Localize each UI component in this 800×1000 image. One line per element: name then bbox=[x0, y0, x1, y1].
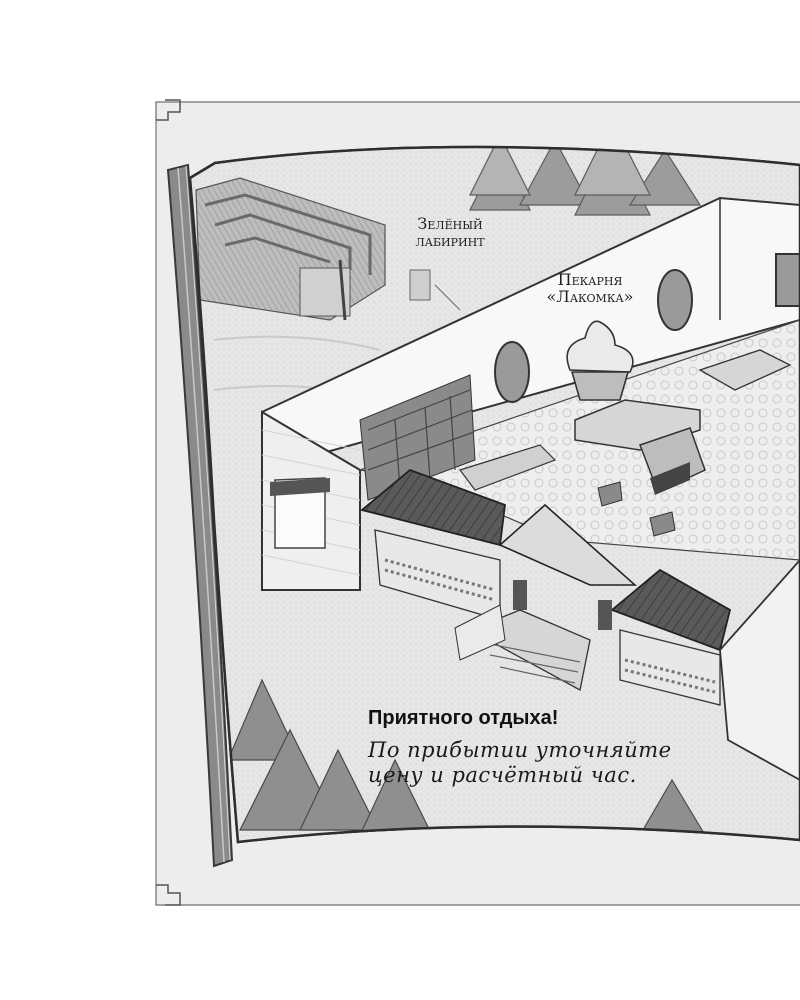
bakery-label: Пекарня «Лакомка» bbox=[528, 270, 652, 306]
hotel-building bbox=[261, 196, 800, 782]
bakery-label-line-2: «Лакомка» bbox=[546, 286, 634, 306]
bakery-label-line-1: Пекарня bbox=[557, 270, 623, 289]
arrival-note: По прибытии уточняйте цену и расчётный ч… bbox=[368, 738, 672, 788]
maze-label: Зелёный лабиринт bbox=[395, 214, 505, 250]
maze-label-line-2: лабиринт bbox=[415, 230, 485, 250]
greeting-heading: Приятного отдыха! bbox=[368, 707, 559, 729]
green-maze bbox=[195, 177, 386, 321]
cupcake-sign bbox=[566, 320, 634, 401]
trees-bottom bbox=[227, 678, 707, 836]
arrival-note-line-1: По прибытии уточняйте bbox=[368, 738, 672, 762]
trees-top bbox=[469, 146, 702, 216]
arrival-note-line-2: цену и расчётный час. bbox=[368, 762, 637, 787]
maze-label-line-1: Зелёный bbox=[417, 214, 483, 233]
